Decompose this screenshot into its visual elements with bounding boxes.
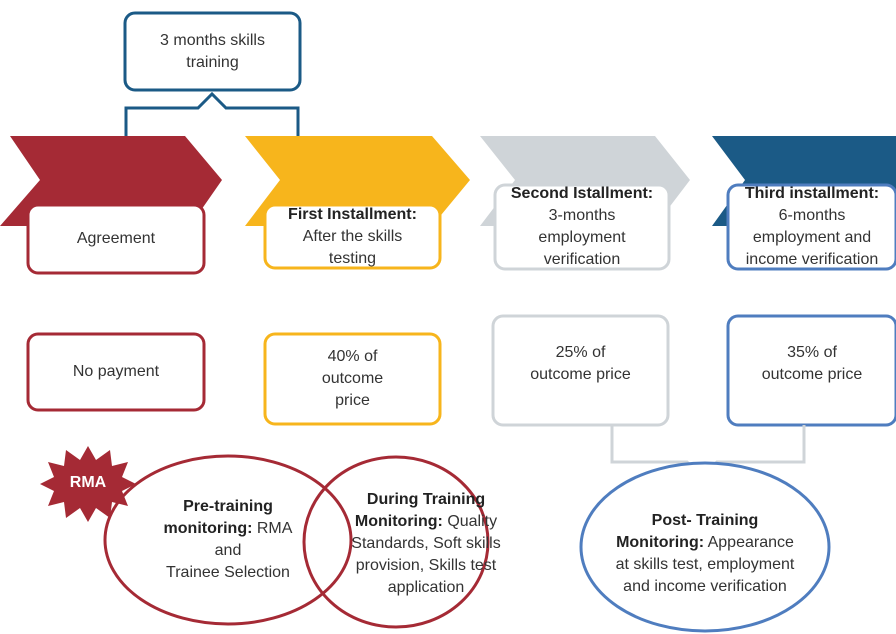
payment-box-second <box>491 314 670 427</box>
stage-third-text1: 6-months <box>778 207 846 224</box>
payment-third-line2: outcome price <box>761 366 863 383</box>
payment-second-line2: outcome price <box>530 366 631 383</box>
rma-starburst <box>40 446 136 522</box>
payment-agreement-text: No payment <box>72 363 160 380</box>
stage-first-title: First Installment: <box>288 205 417 223</box>
payment-second-line1: 25% of <box>555 344 606 361</box>
top-box-label: 3 months skills training <box>125 13 300 90</box>
pre-training-ellipse <box>103 454 353 626</box>
payment-first-line3: price <box>335 392 370 409</box>
post-training-bold: Post- Training <box>651 512 759 529</box>
payment-third-line1: 35% of <box>787 344 837 361</box>
stage-first-label: First Installment: After the skills test… <box>265 205 440 268</box>
stage-agreement-label: Agreement <box>28 205 204 273</box>
stage-second-label: Second Istallment: 3-months employment v… <box>495 185 669 269</box>
post-training-line1: Monitoring: Appearance <box>616 532 794 554</box>
post-training-line2: at skills test, employment <box>615 556 795 573</box>
stage-third-title: Third installment: <box>744 185 880 202</box>
stage-agreement-text: Agreement <box>76 230 156 247</box>
payment-box-agreement <box>26 332 206 412</box>
top-box <box>123 11 302 92</box>
stage-first-text1: After the skills <box>302 227 403 245</box>
post-training-line3: and income verification <box>623 578 787 595</box>
stage-box-first <box>263 203 442 270</box>
payment-box-third <box>726 314 896 427</box>
during-training-line4: application <box>387 579 465 596</box>
pre-training-rest: RMA and <box>214 520 293 559</box>
stage-second-text1: 3-months <box>548 207 616 224</box>
post-training-ellipse <box>579 461 831 633</box>
stage-third-label: Third installment: 6-months employment a… <box>728 185 896 269</box>
top-box-line2: training <box>186 53 239 71</box>
payment-agreement-label: No payment <box>28 334 204 410</box>
during-training-line3: provision, Skills test <box>355 557 497 574</box>
payment-second-label: 25% of outcome price <box>493 316 668 425</box>
during-training-ellipse <box>302 455 490 629</box>
post-training-rest1: Appearance <box>707 534 794 551</box>
top-box-line1: 3 months skills <box>160 31 265 49</box>
rma-badge-label: RMA <box>69 474 107 491</box>
stage-third-text2: employment and <box>752 229 872 246</box>
during-training-line1: Monitoring: Quality <box>355 511 497 533</box>
top-bracket <box>124 91 300 138</box>
post-training-bold2: Monitoring: <box>616 534 705 551</box>
stage-box-third <box>726 183 896 271</box>
during-training-bold: During Training <box>366 491 486 508</box>
during-training-rest1: Quality <box>447 513 498 530</box>
during-training-line2: Standards, Soft skills <box>351 535 501 552</box>
payment-third-label: 35% of outcome price <box>728 316 896 425</box>
payment-first-line1: 40% of <box>327 348 378 365</box>
payment-first-line2: outcome <box>321 370 384 387</box>
payment-first-label: 40% of outcome price <box>265 334 440 424</box>
stage-box-second <box>493 183 671 271</box>
stage-first-text2: testing <box>328 249 377 267</box>
during-training-label: During Training Monitoring: Quality Stan… <box>338 484 514 604</box>
pre-training-label: Pre-training monitoring: RMA and Trainee… <box>152 498 304 581</box>
pre-training-line3: Trainee Selection <box>166 564 290 581</box>
stage-second-text2: employment <box>538 229 626 246</box>
pre-training-bold2: monitoring: <box>163 520 253 537</box>
stage-second-title: Second Istallment: <box>510 185 654 202</box>
pre-training-line2: monitoring: RMA and <box>152 518 304 562</box>
payment-box-first <box>263 332 442 426</box>
pre-training-bold: Pre-training <box>183 498 273 515</box>
during-training-bold2: Monitoring: <box>354 513 443 530</box>
stage-second-text3: verification <box>543 251 621 268</box>
stage-third-text3: income verification <box>745 251 879 268</box>
stage-box-agreement <box>26 203 206 275</box>
post-training-label: Post- Training Monitoring: Appearance at… <box>590 504 820 604</box>
